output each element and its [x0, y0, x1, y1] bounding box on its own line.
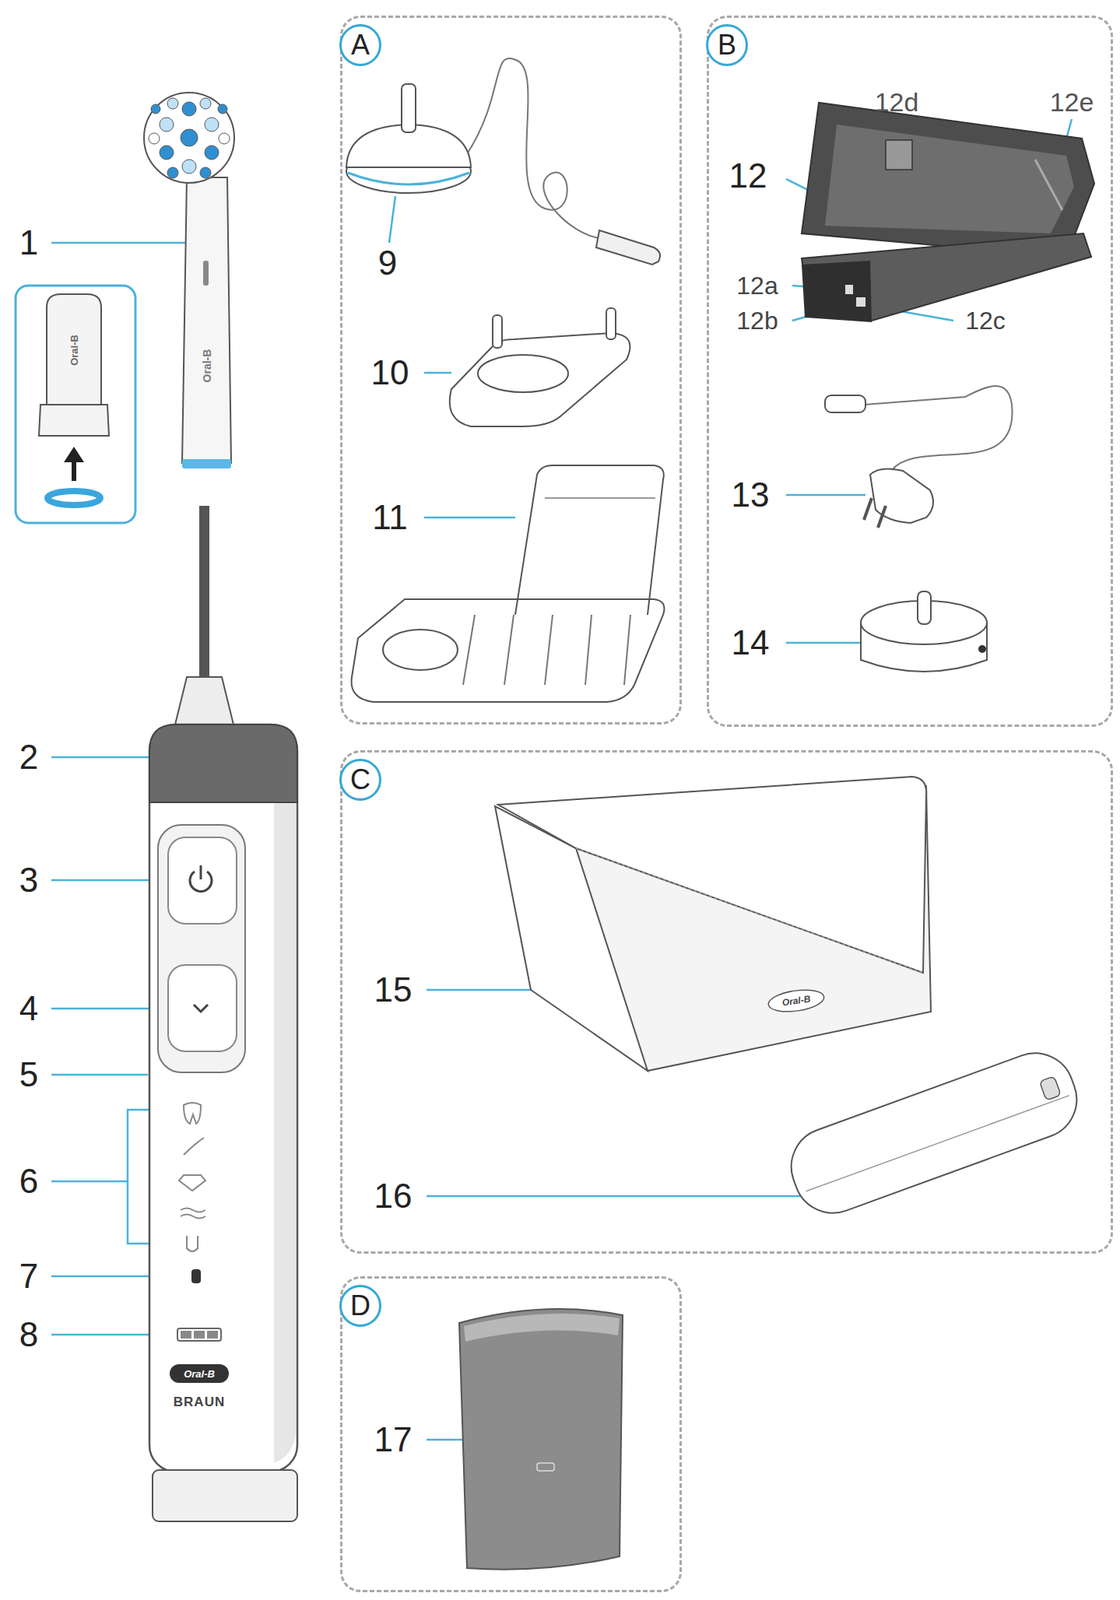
logo-text: Oral-B: [69, 334, 80, 366]
callout-number: 12c: [965, 308, 1006, 334]
panel-letter: C: [339, 758, 382, 801]
accessory-panel: C: [340, 750, 1113, 1254]
callout-number: 4: [19, 991, 39, 1026]
callout-number: 12: [729, 158, 768, 194]
panel-letter: D: [339, 1285, 382, 1328]
callout-number: 16: [374, 1179, 413, 1214]
logo-text: Oral-B: [183, 1369, 215, 1380]
panel-letter: A: [339, 24, 382, 67]
callout-number: 15: [374, 972, 413, 1008]
panel-letter: B: [705, 24, 748, 67]
callout-number: 12b: [736, 308, 778, 334]
callout-number: 9: [378, 245, 397, 281]
callout-number: 11: [372, 500, 408, 535]
callout-number: 1: [19, 225, 39, 260]
callout-number: 5: [19, 1057, 39, 1092]
brand-text: BRAUN: [173, 1395, 225, 1409]
logo-text: Oral-B: [201, 349, 213, 383]
callout-number: 12e: [1049, 88, 1095, 116]
callout-number: 14: [731, 625, 770, 661]
callout-number: 8: [19, 1317, 39, 1352]
callout-number: 17: [374, 1422, 413, 1458]
callout-number: 6: [19, 1164, 39, 1199]
callout-number: 13: [731, 477, 770, 513]
accessory-panel: B: [706, 15, 1113, 727]
callout-number: 3: [19, 863, 39, 898]
callout-number: 7: [19, 1259, 39, 1294]
callout-number: 12a: [736, 273, 778, 299]
callout-number: 10: [371, 355, 410, 390]
callout-number: 2: [19, 740, 39, 775]
callout-number: 12d: [874, 88, 920, 116]
